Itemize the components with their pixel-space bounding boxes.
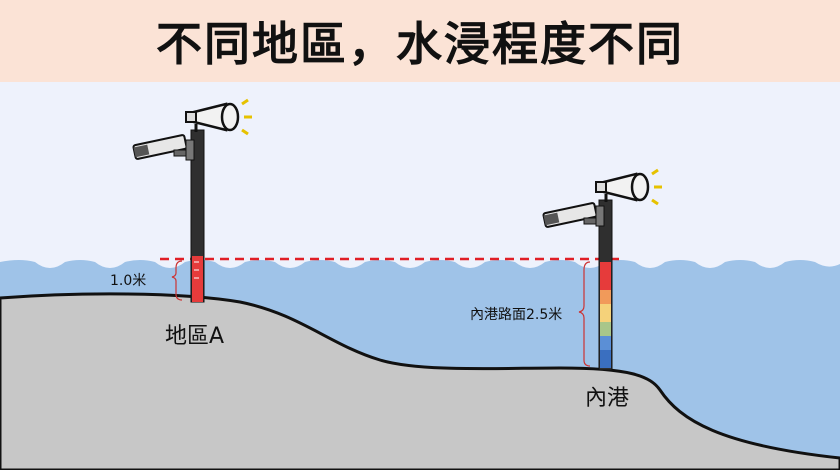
page-title: 不同地區，水浸程度不同 [156, 17, 684, 71]
cctv-camera-icon [132, 134, 195, 161]
depth-bracket-inner-harbour [578, 261, 591, 367]
pole-inner-harbour [598, 199, 613, 371]
site-label-inner-harbour: 內港 [585, 386, 630, 411]
site-label-district-a: 地區A [165, 324, 225, 349]
title-banner: 不同地區，水浸程度不同 [0, 0, 840, 82]
depth-bracket-a [171, 260, 183, 301]
loudspeaker-icon [595, 168, 662, 206]
depth-label-inner-harbour: 內港路面2.5米 [470, 307, 563, 323]
pole-district-a [190, 129, 205, 303]
loudspeaker-icon [185, 98, 252, 136]
water-level-gauge-icon [600, 262, 611, 368]
water-level-gauge-icon [192, 256, 203, 302]
depth-label-district-a: 1.0米 [110, 273, 147, 289]
cctv-camera-icon [542, 202, 605, 228]
